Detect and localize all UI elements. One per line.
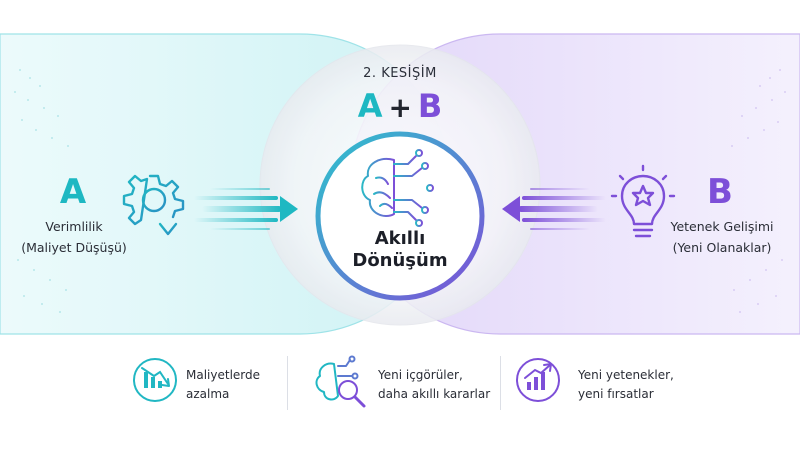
declining-chart-icon <box>133 358 177 402</box>
side-a-letter: A <box>59 172 87 212</box>
benefit-new-capabilities: Yeni yetenekler, yeni fırsatlar <box>578 366 688 404</box>
core-label-line2: Dönüşüm <box>352 250 448 271</box>
benefit-2-line1: Yeni içgörüler, <box>378 368 463 382</box>
intersection-title: 2. KESİŞİM <box>363 66 437 81</box>
arrow-a-to-center <box>194 188 298 230</box>
benefit-divider <box>500 356 501 410</box>
ai-brain-magnifier-icon <box>315 355 366 408</box>
formula-plus: + <box>388 91 412 124</box>
formula-b: B <box>417 87 443 125</box>
side-a-label: Verimlilik (Maliyet Düşüşü) <box>10 216 138 258</box>
lightbulb-star-icon <box>610 164 676 238</box>
benefit-3-line1: Yeni yetenekler, <box>578 368 674 382</box>
side-b-title: Yetenek Gelişimi <box>670 219 774 234</box>
side-b-label: Yetenek Gelişimi (Yeni Olanaklar) <box>656 216 788 258</box>
ai-brain-circuit-icon <box>361 149 434 227</box>
growth-chart-icon <box>516 358 560 402</box>
benefit-insights: Yeni içgörüler, daha akıllı kararlar <box>378 366 498 404</box>
benefit-3-line2: yeni fırsatlar <box>578 387 654 401</box>
side-a-title: Verimlilik <box>45 219 103 234</box>
benefit-1-line2: azalma <box>186 387 230 401</box>
formula-a: A <box>357 87 383 125</box>
intersection-formula: A+B <box>300 86 500 128</box>
benefit-2-line2: daha akıllı kararlar <box>378 387 491 401</box>
gear-down-arrow-icon <box>122 174 185 236</box>
side-b-letter: B <box>707 172 733 212</box>
dot-texture-left <box>14 69 69 313</box>
benefit-1-line1: Maliyetlerde <box>186 368 261 382</box>
dot-texture-right <box>731 69 786 313</box>
side-b-subtitle: (Yeni Olanaklar) <box>672 240 772 255</box>
arrow-b-to-center <box>502 188 606 230</box>
side-a-subtitle: (Maliyet Düşüşü) <box>21 240 127 255</box>
core-label-line1: Akıllı <box>374 228 426 249</box>
core-label: Akıllı Dönüşüm <box>330 228 470 272</box>
benefit-divider <box>287 356 288 410</box>
core-ring <box>315 131 485 301</box>
benefit-cost-reduction: Maliyetlerde azalma <box>186 366 286 404</box>
